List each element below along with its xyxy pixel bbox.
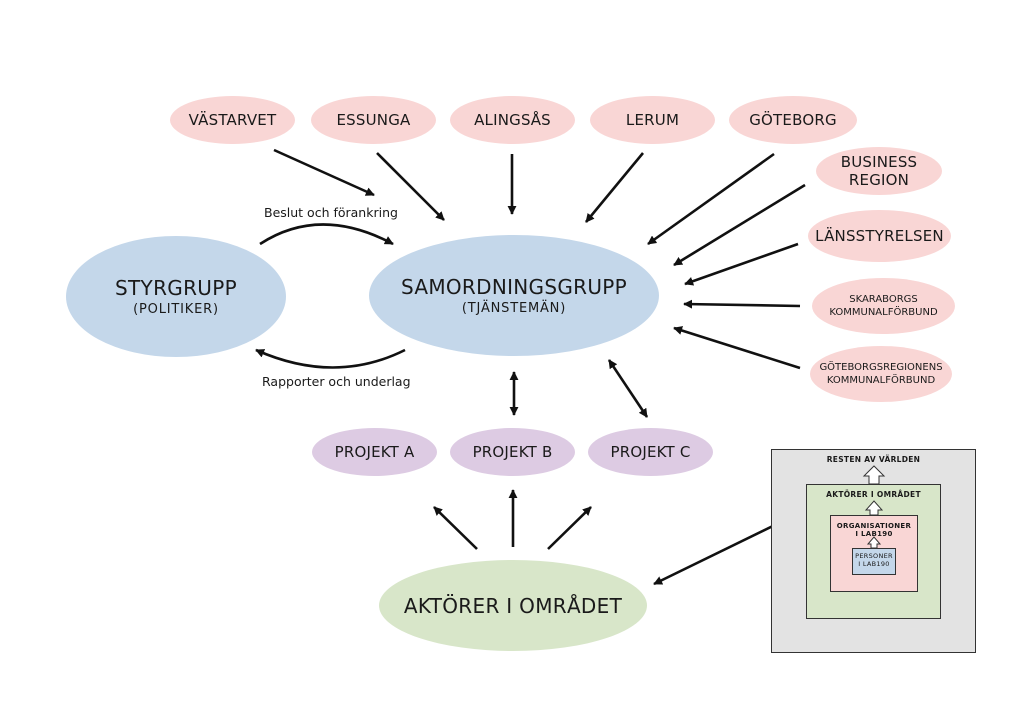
node-label: PROJEKT B xyxy=(472,443,553,461)
node-projekt-b: PROJEKT B xyxy=(450,428,575,476)
arrow-aktorer-a xyxy=(433,506,478,550)
node-goteborgsregionens: GÖTEBORGSREGIONENS KOMMUNALFÖRBUND xyxy=(810,346,952,402)
arrow-goteborg xyxy=(647,152,775,246)
box-organisationer: ORGANISATIONER I LAB190 xyxy=(830,515,918,592)
box-title-third-line2: I LAB190 xyxy=(855,530,893,538)
node-label: LÄNSSTYRELSEN xyxy=(815,227,944,245)
arrow-vastarvet xyxy=(273,148,375,197)
node-aktorer: AKTÖRER I OMRÅDET xyxy=(379,560,647,651)
node-projekt-c: PROJEKT C xyxy=(588,428,713,476)
node-label: GÖTEBORG xyxy=(749,111,837,129)
styrgrupp-subtitle: (POLITIKER) xyxy=(133,302,219,317)
node-vastarvet: VÄSTARVET xyxy=(170,96,295,144)
node-label-line1: SKARABORGS xyxy=(849,293,918,305)
node-lansstyrelsen: LÄNSSTYRELSEN xyxy=(808,210,951,262)
node-label: ESSUNGA xyxy=(336,111,411,129)
arrow-projekt-c xyxy=(607,359,649,418)
samordningsgrupp-subtitle: (TJÄNSTEMÄN) xyxy=(461,301,567,316)
node-label: PROJEKT A xyxy=(334,443,415,461)
node-label-line1: BUSINESS xyxy=(840,153,918,171)
node-label: ALINGSÅS xyxy=(474,111,551,129)
arrow-lansstyrelsen xyxy=(684,242,799,286)
arrow-lerum xyxy=(584,152,645,223)
node-label-line2: KOMMUNALFÖRBUND xyxy=(826,375,936,386)
arrow-goteborgsregionens xyxy=(673,326,801,370)
node-lerum: LERUM xyxy=(590,96,715,144)
node-goteborg: GÖTEBORG xyxy=(729,96,857,144)
arrow-business-region xyxy=(673,183,806,267)
arrow-beslut xyxy=(259,223,394,246)
arrow-aktorer-c xyxy=(547,506,592,550)
box-title-third-line1: ORGANISATIONER xyxy=(836,522,912,530)
node-label: PROJEKT C xyxy=(610,443,691,461)
samordningsgrupp-title: SAMORDNINGSGRUPP xyxy=(400,275,627,299)
node-label-line1: GÖTEBORGSREGIONENS xyxy=(819,361,943,373)
box-title-inner-line2: I LAB190 xyxy=(858,560,890,568)
arrow-essunga xyxy=(376,152,445,221)
node-styrgrupp: STYRGRUPP (POLITIKER) xyxy=(66,236,286,357)
styrgrupp-title: STYRGRUPP xyxy=(115,276,237,300)
node-label-line2: KOMMUNALFÖRBUND xyxy=(829,307,938,318)
box-personer: PERSONER I LAB190 xyxy=(852,548,896,575)
node-projekt-a: PROJEKT A xyxy=(312,428,437,476)
aktorer-label: AKTÖRER I OMRÅDET xyxy=(403,593,623,618)
box-title-inner-line1: PERSONER xyxy=(855,552,893,560)
arrow-rapporter xyxy=(255,348,406,369)
node-alingsas: ALINGSÅS xyxy=(450,96,575,144)
node-samordningsgrupp: SAMORDNINGSGRUPP (TJÄNSTEMÄN) xyxy=(369,235,659,356)
box-title-second: AKTÖRER I OMRÅDET xyxy=(826,490,921,499)
edge-label-rapporter: Rapporter och underlag xyxy=(262,374,411,389)
node-essunga: ESSUNGA xyxy=(311,96,436,144)
node-skaraborgs: SKARABORGS KOMMUNALFÖRBUND xyxy=(812,278,955,334)
node-label: LERUM xyxy=(625,111,680,129)
node-label: VÄSTARVET xyxy=(188,111,277,129)
node-business-region: BUSINESS REGION xyxy=(816,147,942,195)
edge-label-beslut: Beslut och förankring xyxy=(264,205,398,220)
arrow-skaraborgs xyxy=(683,299,801,309)
box-title-outer: RESTEN AV VÄRLDEN xyxy=(826,455,921,464)
node-label-line2: REGION xyxy=(848,171,910,189)
